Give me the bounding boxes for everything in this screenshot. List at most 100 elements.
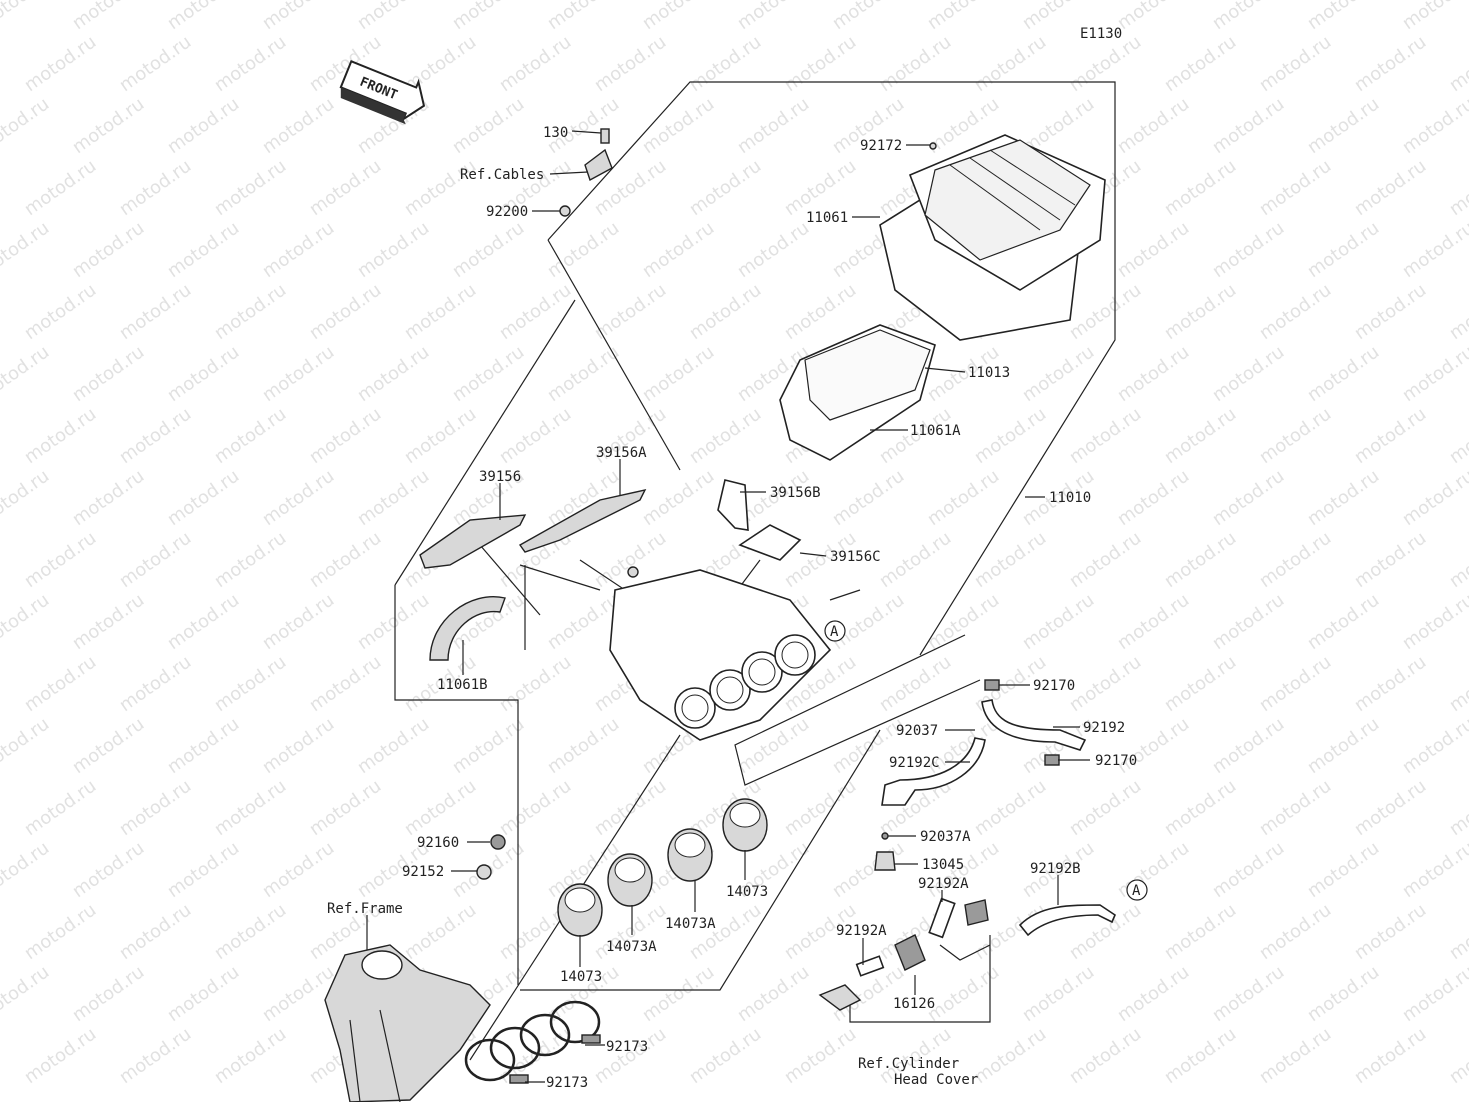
hose-92192b: A [1018,879,1148,937]
duct-11061b [429,596,506,661]
funnels [557,798,768,937]
watermark-text: motod.ru [639,0,719,34]
label-14073-b: 14073 [726,884,768,900]
watermark-text: motod.ru [69,94,149,159]
watermark-text: motod.ru [69,962,149,1027]
watermark-text: motod.ru [1446,404,1469,469]
watermark-text: motod.ru [924,0,1004,34]
watermark-text: motod.ru [259,962,339,1027]
watermark-text: motod.ru [1114,590,1194,655]
watermark-text: motod.ru [306,528,386,593]
watermark-text: motod.ru [259,466,339,531]
watermark-text: motod.ru [69,466,149,531]
watermark-text: motod.ru [781,280,861,345]
watermark-text: motod.ru [781,776,861,841]
watermark-text: motod.ru [876,652,956,717]
watermark-text: motod.ru [1209,0,1289,34]
watermark-text: motod.ru [1351,280,1431,345]
watermark-text: motod.ru [591,776,671,841]
watermark-text: motod.ru [686,156,766,221]
watermark-text: motod.ru [829,0,909,34]
watermark-text: motod.ru [1161,900,1241,965]
watermark-text: motod.ru [876,32,956,97]
watermark-text: motod.ru [1351,1024,1431,1089]
watermark-text: motod.ru [924,590,1004,655]
watermark-text: motod.ru [69,838,149,903]
watermark-text: motod.ru [686,280,766,345]
watermark-text: motod.ru [1209,466,1289,531]
watermark-text: motod.ru [1019,342,1099,407]
watermark-text: motod.ru [1066,528,1146,593]
watermark-text: motod.ru [734,94,814,159]
watermark-text: motod.ru [734,962,814,1027]
watermark-text: motod.ru [1446,528,1469,593]
watermark-text: motod.ru [164,466,244,531]
watermark-text: motod.ru [0,838,53,903]
watermark-text: motod.ru [1304,342,1384,407]
watermark-text: motod.ru [21,156,101,221]
watermark-text: motod.ru [829,466,909,531]
watermark-text: motod.ru [1399,590,1469,655]
watermark-text: motod.ru [211,1024,291,1089]
marker-a-lower-label: A [1132,883,1141,899]
watermark-text: motod.ru [21,900,101,965]
watermark-text: motod.ru [1399,714,1469,779]
watermark-text: motod.ru [449,714,529,779]
watermark-text: motod.ru [164,342,244,407]
label-39156: 39156 [479,469,521,485]
watermark-text: motod.ru [354,0,434,34]
watermark-text: motod.ru [639,962,719,1027]
watermark-text: motod.ru [211,528,291,593]
watermark-text: motod.ru [354,466,434,531]
watermark-text: motod.ru [0,218,53,283]
label-11013: 11013 [968,365,1010,381]
watermark-text: motod.ru [1256,32,1336,97]
part-labels: 130 Ref.Cables 92200 92172 11061 11013 1… [327,125,1137,1091]
watermark-text: motod.ru [259,0,339,34]
watermark-text: motod.ru [1304,714,1384,779]
watermark-text: motod.ru [971,32,1051,97]
watermark-text: motod.ru [1209,714,1289,779]
watermark-text: motod.ru [164,590,244,655]
watermark-text: motod.ru [259,94,339,159]
watermark-text: motod.ru [164,218,244,283]
watermark-text: motod.ru [1209,342,1289,407]
label-ref-frame: Ref.Frame [327,901,403,917]
label-ref-cables: Ref.Cables [460,167,544,183]
watermark-text: motod.ru [116,280,196,345]
diagram-code: E1130 [1080,26,1122,42]
watermark-text: motod.ru [1114,342,1194,407]
watermark-text: motod.ru [639,466,719,531]
label-92170-b: 92170 [1095,753,1137,769]
watermark-text: motod.ru [1446,776,1469,841]
watermark-text: motod.ru [0,714,53,779]
watermark-text: motod.ru [1114,0,1194,34]
valve-16126 [818,897,991,1023]
watermark-text: motod.ru [781,1024,861,1089]
watermark-text: motod.ru [1161,32,1241,97]
watermark-text: motod.ru [686,1024,766,1089]
watermark-text: motod.ru [1256,776,1336,841]
watermark-text: motod.ru [734,218,814,283]
watermark-text: motod.ru [1209,962,1289,1027]
watermark-text: motod.ru [971,404,1051,469]
watermark-text: motod.ru [1209,838,1289,903]
watermark-text: motod.ru [211,404,291,469]
watermark-text: motod.ru [0,590,53,655]
watermark-text: motod.ru [734,0,814,34]
label-92037: 92037 [896,723,938,739]
watermark-text: motod.ru [164,94,244,159]
watermark-text: motod.ru [1351,652,1431,717]
label-14073-a: 14073 [560,969,602,985]
label-39156c: 39156C [830,549,881,565]
watermark-text: motod.ru [544,0,624,34]
watermark-text: motod.ru [0,0,53,34]
label-92192b: 92192B [1030,861,1081,877]
watermark-text: motod.ru [686,404,766,469]
watermark-text: motod.ru [401,156,481,221]
watermark-text: motod.ru [116,528,196,593]
watermark-text: motod.ru [1114,218,1194,283]
watermark-text: motod.ru [1446,900,1469,965]
watermark-text: motod.ru [1066,1024,1146,1089]
watermark-text: motod.ru [686,32,766,97]
